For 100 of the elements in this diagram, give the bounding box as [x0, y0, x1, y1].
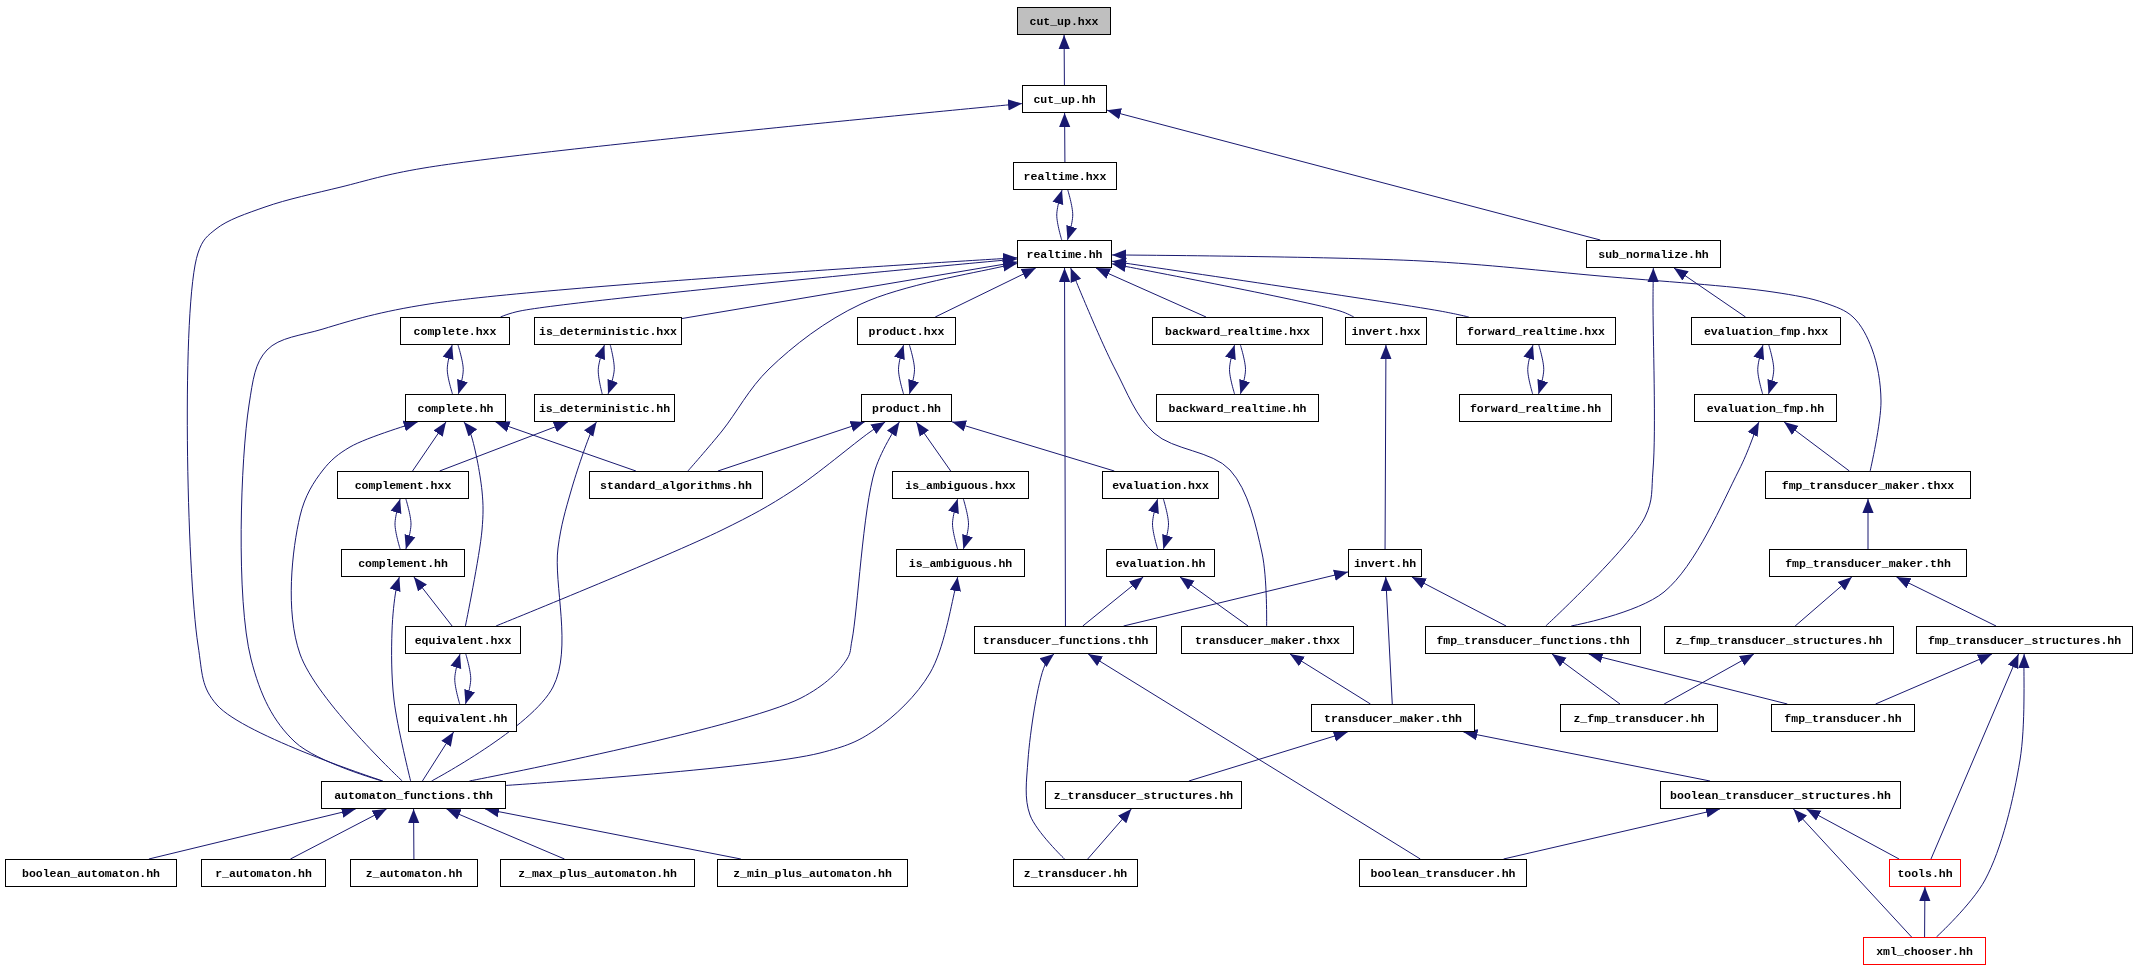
file-node: boolean_transducer.hh: [1359, 859, 1527, 887]
arrow: [962, 498, 973, 550]
arrow: [450, 653, 462, 705]
file-node: sub_normalize.hh: [1586, 240, 1721, 268]
file-node: product.hxx: [857, 317, 956, 345]
arrow: [1545, 267, 1659, 627]
file-node: xml_chooser.hh: [1863, 937, 1986, 965]
file-node: boolean_automaton.hh: [5, 859, 177, 887]
arrow: [1059, 112, 1071, 163]
file-node: equivalent.hh: [408, 704, 517, 732]
arrow: [594, 344, 606, 395]
file-node: equivalent.hxx: [405, 626, 521, 654]
arrow: [1123, 569, 1349, 627]
arrow: [1551, 653, 1621, 705]
file-node: tools.hh: [1889, 859, 1961, 887]
arrow: [1523, 344, 1535, 395]
file-node: backward_realtime.hxx: [1152, 317, 1323, 345]
arrow: [1767, 344, 1779, 395]
file-node: complement.hh: [341, 549, 465, 577]
file-node: evaluation_fmp.hxx: [1691, 317, 1841, 345]
arrow: [1111, 249, 1882, 472]
arrow: [1935, 653, 2030, 938]
file-node: fmp_transducer_structures.hh: [1916, 626, 2133, 654]
arrow: [1087, 653, 1421, 860]
arrow: [1070, 267, 1268, 627]
arrow: [1058, 267, 1071, 627]
arrow: [1380, 576, 1393, 705]
arrow: [442, 344, 454, 395]
arrow: [495, 421, 637, 472]
file-node: forward_realtime.hh: [1459, 394, 1612, 422]
file-node: realtime.hh: [1017, 240, 1112, 268]
arrow: [915, 421, 952, 472]
arrow: [1179, 576, 1249, 627]
arrow: [1588, 652, 1788, 705]
file-node: boolean_transducer_structures.hh: [1660, 781, 1901, 809]
arrow: [1148, 498, 1159, 550]
arrow: [1663, 653, 1755, 705]
arrow: [413, 576, 453, 627]
file-node: cut_up.hxx: [1017, 7, 1111, 35]
arrow: [1930, 653, 2019, 860]
arrow: [1805, 808, 1900, 860]
arrow: [289, 808, 388, 860]
arrow: [1537, 344, 1549, 395]
arrow: [717, 421, 866, 472]
file-node: is_deterministic.hh: [534, 394, 675, 422]
arrow: [1289, 653, 1371, 705]
arrow: [1862, 498, 1874, 550]
arrow: [412, 421, 447, 472]
file-node: fmp_transducer_maker.thxx: [1765, 471, 1971, 499]
file-node: is_ambiguous.hh: [896, 549, 1025, 577]
arrow: [1239, 344, 1250, 395]
arrow: [1111, 257, 1470, 318]
file-node: invert.hxx: [1345, 317, 1427, 345]
file-node: z_transducer_structures.hh: [1045, 781, 1242, 809]
arrow: [408, 808, 420, 860]
file-node: z_transducer.hh: [1013, 859, 1138, 887]
file-node: fmp_transducer.hh: [1771, 704, 1915, 732]
arrow: [951, 420, 1115, 472]
file-node: complement.hxx: [337, 471, 469, 499]
file-node: product.hh: [861, 394, 952, 422]
arrow: [1919, 886, 1931, 938]
file-node: z_min_plus_automaton.hh: [717, 859, 908, 887]
file-node: backward_realtime.hh: [1156, 394, 1319, 422]
arrow: [389, 576, 412, 782]
arrow: [464, 653, 475, 705]
file-node: complete.hh: [405, 394, 506, 422]
arrow: [457, 344, 468, 395]
file-node: is_deterministic.hxx: [534, 317, 682, 345]
arrow: [1162, 498, 1173, 550]
arrow: [290, 420, 419, 782]
arrow: [1225, 344, 1236, 395]
arrow: [1794, 576, 1853, 627]
arrow: [1895, 576, 1997, 627]
file-node: fmp_transducer_functions.thh: [1425, 626, 1641, 654]
arrow: [446, 808, 565, 860]
arrow: [1087, 808, 1132, 860]
file-node: transducer_maker.thh: [1311, 704, 1475, 732]
file-node: transducer_functions.thh: [974, 626, 1157, 654]
file-node: z_fmp_transducer_structures.hh: [1664, 626, 1894, 654]
arrow: [687, 260, 1018, 472]
arrow: [1025, 653, 1065, 860]
file-node: evaluation.hh: [1106, 549, 1215, 577]
arrow: [439, 421, 569, 472]
arrow: [240, 253, 1018, 782]
arrow: [1792, 808, 1913, 938]
file-node: z_max_plus_automaton.hh: [500, 859, 695, 887]
arrow: [1052, 189, 1064, 241]
file-node: complete.hxx: [400, 317, 510, 345]
arrow: [1082, 576, 1144, 627]
file-node: z_fmp_transducer.hh: [1560, 704, 1718, 732]
file-node: evaluation_fmp.hh: [1694, 394, 1837, 422]
arrow: [1095, 267, 1207, 318]
arrow: [1066, 189, 1077, 241]
arrow: [1673, 267, 1747, 318]
file-node: is_ambiguous.hxx: [892, 471, 1029, 499]
arrow: [505, 576, 961, 786]
arrow: [495, 421, 886, 627]
arrow: [404, 498, 416, 550]
arrow: [934, 267, 1037, 318]
arrow: [1380, 344, 1392, 550]
